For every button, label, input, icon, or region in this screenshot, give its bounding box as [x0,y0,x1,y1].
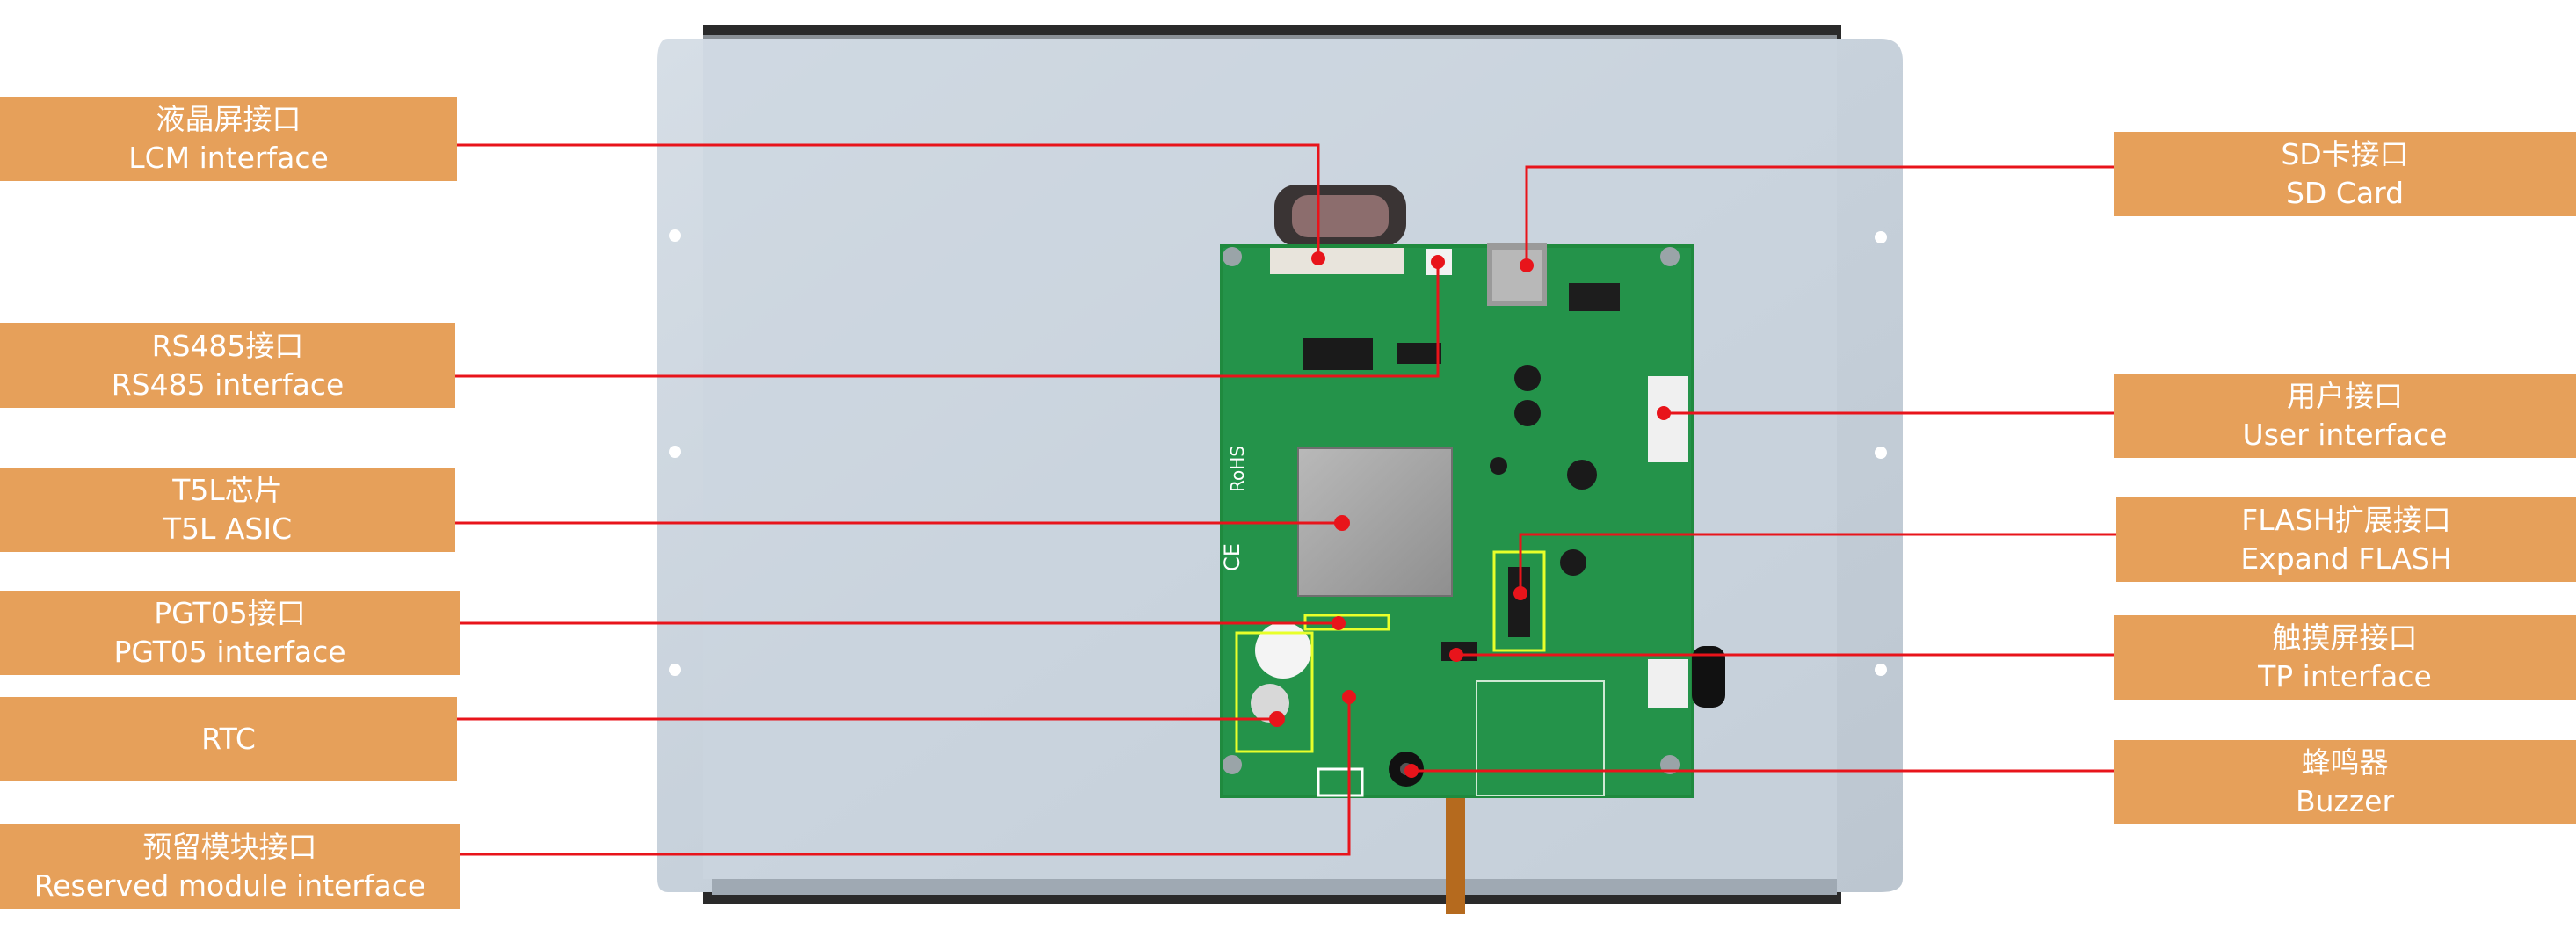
leader-lines [455,143,2116,856]
callout-en: Expand FLASH [2240,541,2452,576]
callout-en: SD Card [2285,176,2405,210]
callout-rtc: RTC [0,697,457,781]
callout-rs485-interface: RS485接口 RS485 interface [0,323,455,408]
callout-en: RS485 interface [111,367,345,402]
callout-cn: 预留模块接口 [142,830,317,864]
tp-flex-cable [1446,782,1465,914]
callout-cn: RS485接口 [151,329,304,363]
callout-cn: 用户接口 [2287,379,2403,413]
mount-hole [1875,231,1887,243]
mount-hole [1875,447,1887,459]
callout-expand-flash: FLASH扩展接口 Expand FLASH [2116,497,2576,582]
callout-user-interface: 用户接口 User interface [2114,374,2576,458]
lcm-ribbon-cable [1274,185,1406,246]
rtc-highlight [1235,631,1314,753]
callout-tp-interface: 触摸屏接口 TP interface [2114,615,2576,700]
leader-line-reserved [460,697,1351,856]
mount-hole [669,446,681,458]
lcm-connector [1270,248,1404,274]
callout-lcm-interface: 液晶屏接口 LCM interface [0,97,457,181]
callout-en: Reserved module interface [33,868,426,903]
callout-dots [1269,251,1671,778]
callout-pgt05-interface: PGT05接口 PGT05 interface [0,591,460,675]
mount-hole [1875,664,1887,676]
callout-cn: 液晶屏接口 [156,102,301,136]
callout-en: User interface [2242,418,2448,452]
leader-line-rs485 [455,262,1440,378]
rtc-battery [1255,622,1311,679]
callout-t5l-asic: T5L芯片 T5L ASIC [0,468,455,552]
tp-connector [1648,659,1688,708]
leader-line-lcm [457,143,1320,258]
callout-buzzer: 蜂鸣器 Buzzer [2114,740,2576,824]
leader-line-flash [1519,533,2116,593]
callout-cn: RTC [201,722,256,756]
callout-en: T5L ASIC [163,512,293,546]
callout-cn: SD卡接口 [2281,137,2409,171]
callout-sd-card: SD卡接口 SD Card [2114,132,2576,216]
callout-en: LCM interface [128,141,329,175]
callout-cn: 触摸屏接口 [2272,621,2418,655]
callout-cn: T5L芯片 [172,473,283,507]
pcb-board: RoHS CE [1220,243,1725,798]
rohs-mark: RoHS [1227,446,1248,492]
callout-reserved-module-interface: 预留模块接口 Reserved module interface [0,824,460,909]
mount-hole [669,664,681,676]
callout-cn: 蜂鸣器 [2301,745,2389,780]
callout-cn: FLASH扩展接口 [2241,503,2451,537]
callout-cn: PGT05接口 [154,596,306,630]
user-interface-connector [1648,376,1688,462]
callout-en: TP interface [2258,659,2432,693]
mount-hole [669,229,681,242]
callout-en: Buzzer [2295,784,2395,818]
ce-mark: CE [1220,543,1244,571]
callout-en: PGT05 interface [113,635,346,669]
leader-line-sd [1525,165,2114,265]
